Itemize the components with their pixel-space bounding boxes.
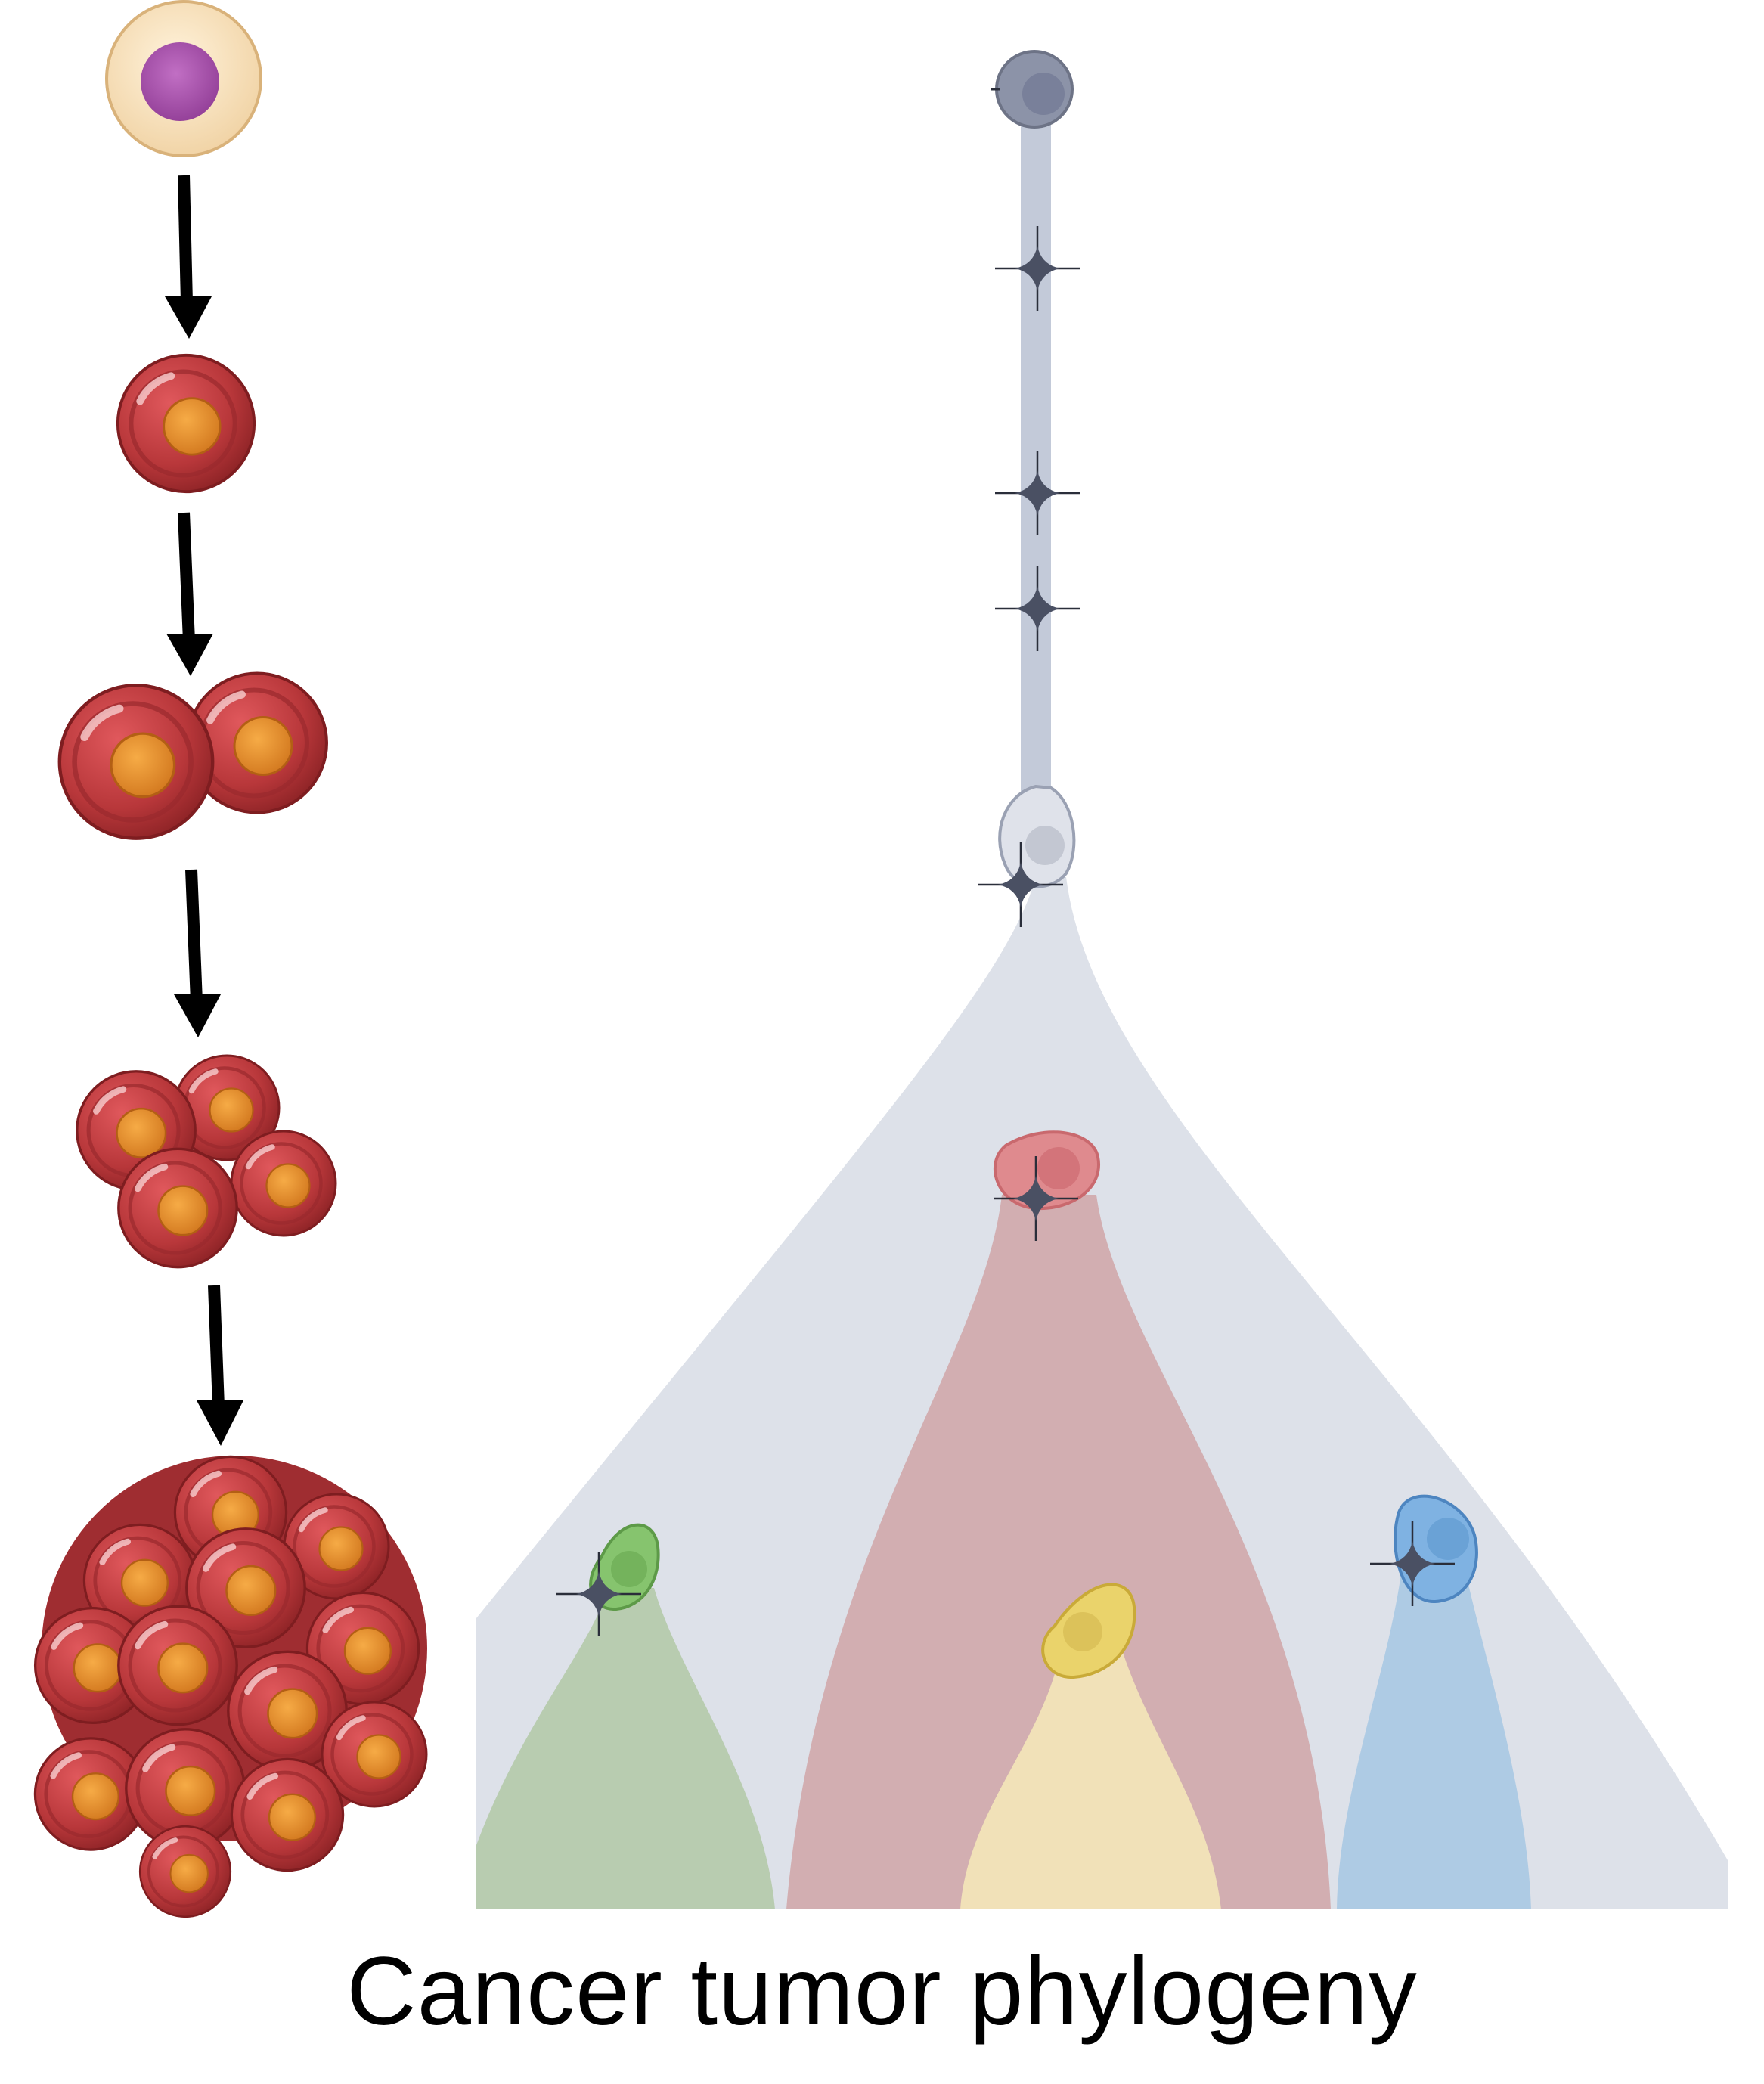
clone-green-branch <box>476 1588 775 1909</box>
four-point-star-icon <box>994 225 1081 312</box>
transformed-cell <box>118 355 254 492</box>
down-arrow-icon <box>174 869 221 1037</box>
trunk-branch <box>1021 91 1051 809</box>
four-point-star-icon <box>994 449 1081 537</box>
down-arrow-icon <box>165 175 212 339</box>
four-cell-stage <box>77 1056 336 1267</box>
normal-cell <box>105 0 262 157</box>
clone-blue-branch <box>1337 1561 1531 1909</box>
figure-caption: Cancer tumor phylogeny <box>346 1937 1418 2045</box>
clone-yellow-branch <box>960 1641 1221 1909</box>
tumor-growth-sequence <box>35 0 427 1917</box>
four-point-star-icon <box>994 565 1081 653</box>
phylogeny-tree <box>476 50 1728 1909</box>
clone-red-branch <box>786 1195 1331 1909</box>
down-arrow-icon <box>166 512 213 676</box>
two-cell-stage <box>60 674 327 839</box>
tumor-mass <box>35 1456 427 1917</box>
down-arrow-icon <box>197 1285 243 1446</box>
stem-cell <box>991 50 1074 129</box>
